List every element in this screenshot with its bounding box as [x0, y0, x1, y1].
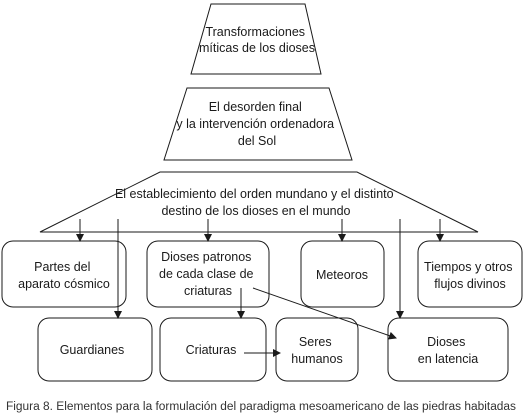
seres-humanos-label: Seres humanos	[291, 335, 342, 366]
base-level-trapezoid	[39, 171, 479, 233]
box-dioses-latencia	[387, 317, 509, 382]
box-criaturas	[159, 317, 267, 382]
box-guardianes	[37, 317, 153, 382]
middle-level-label: El desorden final y la intervención orde…	[176, 100, 337, 148]
box-partes-aparato-cosmico	[1, 240, 127, 308]
tiempos-label: Tiempos y otros flujos divinos	[424, 260, 516, 291]
middle-level-trapezoid	[163, 87, 353, 161]
criaturas-label: Criaturas	[186, 343, 237, 357]
meteoros-label: Meteoros	[316, 268, 368, 282]
top-level-trapezoid	[190, 3, 322, 75]
dioses-latencia-label: Dioses en latencia	[418, 335, 479, 366]
base-level-label: El establecimiento del orden mundano y e…	[115, 187, 397, 218]
box-tiempos-flujos	[417, 240, 523, 308]
arrow-patronos-to-latencia	[252, 287, 397, 340]
top-level-label: Transformaciones míticas de los dioses	[199, 25, 315, 55]
figure-caption: Figura 8. Elementos para la formulación …	[6, 401, 516, 413]
box-seres-humanos	[275, 317, 359, 382]
guardianes-label: Guardianes	[60, 343, 125, 357]
dioses-patronos-label: Dioses patronos de cada clase de criatur…	[159, 250, 257, 298]
partes-label: Partes del aparato cósmico	[18, 260, 110, 291]
